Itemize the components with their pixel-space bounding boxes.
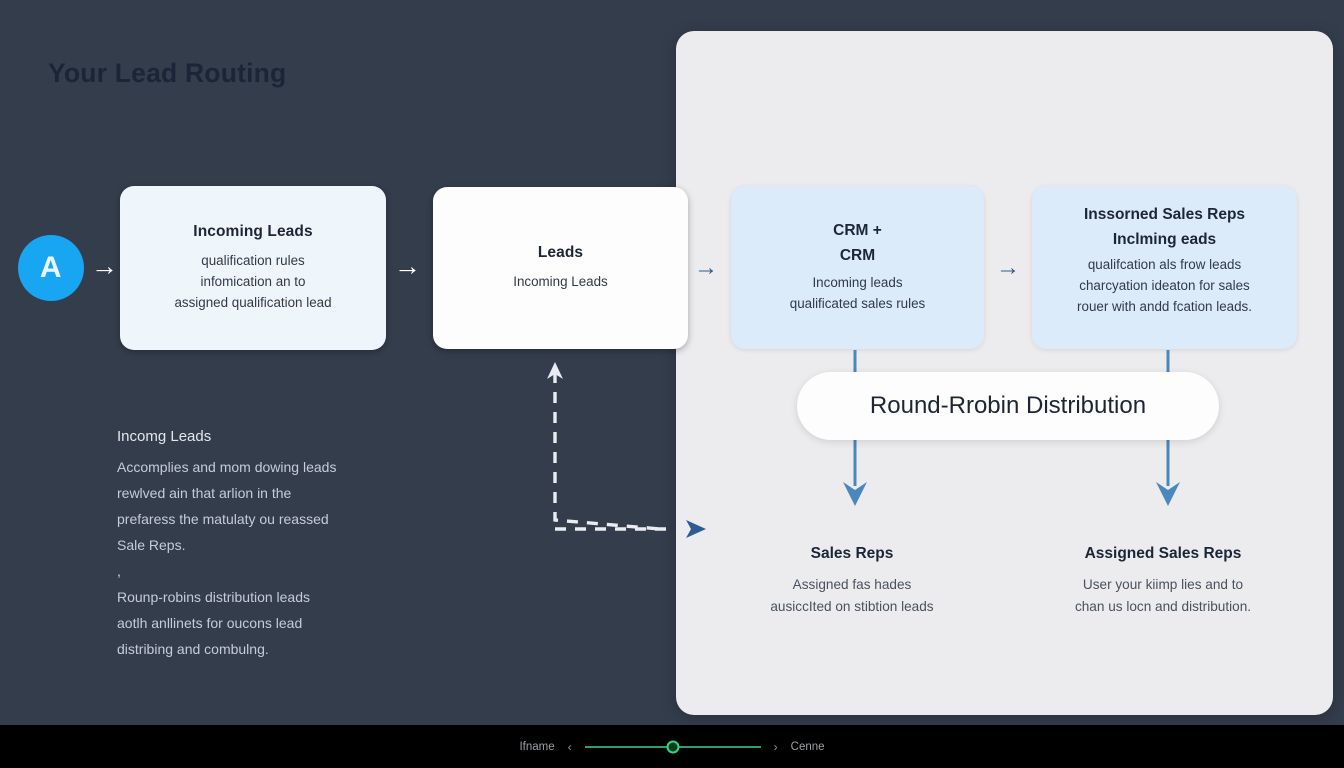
card-subtitle: CRM: [839, 246, 876, 264]
prev-chevron-icon[interactable]: ‹: [567, 739, 572, 754]
card-title: Inssorned Sales Reps: [1083, 206, 1246, 223]
card-line: assigned qualification lead: [174, 295, 332, 310]
card-incoming-leads[interactable]: Incoming Leads qualification rules infom…: [120, 186, 386, 350]
card-line: qualifcation als frow leads: [1087, 257, 1242, 272]
card-line: Incoming leads: [812, 274, 903, 290]
card-leads[interactable]: Leads Incoming Leads: [433, 187, 688, 349]
left-description-line: distribing and combulng.: [117, 641, 269, 657]
card-line: infomication an to: [200, 274, 306, 289]
bottom-toolbar: Ifname ‹ › Cenne: [0, 725, 1344, 768]
card-line: qualification rules: [201, 253, 305, 268]
left-description-line: Sale Reps.: [117, 537, 186, 553]
slider-knob[interactable]: [666, 740, 680, 753]
flow-arrow-4-icon: →: [996, 254, 1020, 281]
footer-line: User your kiimp lies and to: [1082, 577, 1244, 592]
flow-arrow-2-icon: →: [394, 251, 421, 281]
frame-label: Ifname: [519, 740, 555, 753]
footer-group-assigned-sales-reps: Assigned Sales Reps User your kiimp lies…: [1033, 545, 1293, 618]
footer-heading: Sales Reps: [810, 545, 894, 562]
left-description: Incomg Leads Accomplies and mom dowing l…: [117, 428, 417, 662]
left-description-line: aotlh anllinets for oucons lead: [117, 615, 303, 631]
round-robin-pill[interactable]: Round-Rrobin Distribution: [797, 372, 1219, 440]
footer-group-sales-reps: Sales Reps Assigned fas hades ausiccIted…: [722, 545, 982, 618]
card-assigned-sales-reps[interactable]: Inssorned Sales Reps Inclming eads quali…: [1032, 186, 1297, 349]
footer-line: ausiccIted on stibtion leads: [770, 599, 934, 614]
next-chevron-icon[interactable]: ›: [773, 739, 778, 754]
card-title: CRM +: [833, 221, 882, 239]
avatar[interactable]: A: [18, 235, 84, 301]
card-line: charcyation ideaton for sales: [1079, 278, 1250, 293]
left-description-line: prefaress the matulaty ou reassed: [117, 511, 329, 527]
flow-arrow-3-icon: →: [694, 254, 718, 281]
scene-label: Cenne: [790, 740, 825, 753]
round-robin-label: Round-Rrobin Distribution: [869, 392, 1147, 419]
panel-title: Your Lead Routing: [48, 58, 287, 88]
left-description-line: Rounр-robins distribution leads: [117, 589, 310, 605]
progress-slider[interactable]: [584, 740, 761, 753]
avatar-initial: A: [39, 251, 63, 284]
left-description-line: rewlved ain that arlion in the: [117, 485, 292, 501]
footer-line: chan us locn and distribution.: [1074, 599, 1252, 614]
left-description-heading: Incomg Leads: [117, 428, 212, 445]
card-subtitle: Inclming eads: [1112, 231, 1217, 248]
card-line: qualificated sales rules: [789, 295, 926, 311]
card-line: Incoming Leads: [513, 274, 608, 289]
card-title: Leads: [537, 244, 584, 261]
footer-line: Assigned fas hades: [792, 577, 912, 592]
footer-heading: Assigned Sales Reps: [1084, 545, 1242, 562]
dashed-path-up-arrowhead: [547, 362, 563, 379]
left-description-line: Accomplies and mom dowing leads: [117, 459, 337, 475]
dashed-feedback-path: [553, 372, 661, 531]
card-title: Incoming Leads: [193, 223, 313, 240]
left-description-spacer: ,: [117, 563, 121, 579]
card-line: rouer with andd fcation leads.: [1077, 299, 1252, 314]
flow-arrow-1-icon: →: [91, 251, 118, 281]
card-crm[interactable]: CRM + CRM Incoming leads qualificated sa…: [731, 186, 984, 349]
